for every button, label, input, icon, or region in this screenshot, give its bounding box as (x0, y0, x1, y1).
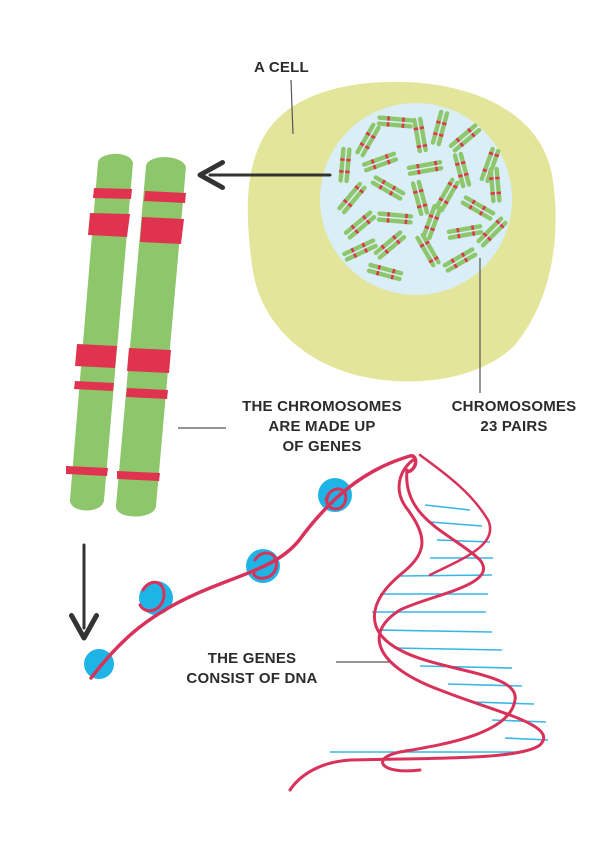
nucleus-chromosome (460, 195, 496, 221)
dna-rung (447, 683, 523, 687)
nucleus-chromosome (446, 224, 484, 240)
nucleus-chromosome (370, 175, 406, 201)
dna-rung (399, 574, 493, 577)
chromosome-pair (66, 153, 186, 517)
gene-strand-loop (324, 487, 348, 511)
chromatid-right-band (126, 388, 168, 399)
dna-strand-a (288, 468, 546, 792)
label-line: OF GENES (282, 438, 362, 455)
nucleus-chromosome (410, 179, 430, 217)
nucleus-chromosome (366, 262, 404, 282)
chromosome-left (66, 153, 133, 511)
nucleus-chromosome (415, 232, 441, 268)
dna-rungs (330, 504, 549, 753)
dna-double-helix (288, 453, 549, 792)
nucleus-chromosome (337, 181, 367, 215)
nucleus-chromosome (343, 210, 377, 240)
nucleus-chromosome (355, 122, 381, 158)
chromosomes-made-of-genes-label: THE CHROMOSOMES ARE MADE UP OF GENES (228, 397, 416, 457)
chromatid-right-band (144, 191, 186, 203)
gene-strand-loop (252, 551, 279, 580)
dna-rung (424, 504, 471, 511)
dna-rung (436, 539, 491, 543)
dna-rung (393, 647, 503, 651)
cell-pointer-line (290, 79, 294, 135)
chromosome-right (115, 157, 186, 517)
dna-rung (419, 665, 513, 669)
cell-label: A CELL (254, 59, 309, 76)
label-line: THE GENES (207, 650, 297, 667)
dna-strand-b-inner (418, 453, 492, 577)
nucleus-chromosome (361, 151, 399, 173)
nucleus-chromosome (448, 123, 482, 153)
dna-rung (429, 521, 483, 527)
gene-strand-line (89, 454, 418, 680)
dna-rung (504, 737, 549, 741)
chromatid-right-band (117, 471, 160, 481)
chromosome-pairs-label: CHROMOSOMES 23 PAIRS (438, 397, 590, 437)
label-line: 23 PAIRS (480, 418, 548, 435)
chromatid-left-body (70, 153, 133, 511)
nucleus-chromosome (406, 160, 444, 176)
nucleus-chromosome (376, 115, 414, 129)
nucleus-chromosome (488, 166, 502, 204)
nucleus-chromosome (434, 177, 460, 213)
chromatid-right-band (127, 348, 171, 373)
nucleus-chromosome (476, 216, 508, 248)
nucleus-chromosome (338, 146, 352, 184)
genes-consist-of-dna-label: THE GENES CONSIST OF DNA (168, 649, 336, 689)
dna-rung (377, 629, 493, 633)
gene-strand-loop (138, 580, 166, 613)
chromatid-left-band (75, 344, 117, 368)
nucleus-chromosome (373, 230, 407, 260)
label-line: CHROMOSOMES (451, 398, 577, 415)
nucleus-chromosome (442, 247, 478, 273)
chromatid-left-band (74, 381, 114, 391)
dna-rung (471, 701, 535, 705)
chromatid-right-body (115, 157, 186, 517)
chromatid-left-band (88, 213, 130, 237)
chromatid-left-band (66, 466, 108, 476)
dna-strand-b (372, 458, 517, 773)
nucleus-chromosome (412, 116, 428, 154)
chromatid-left-band (93, 188, 132, 199)
label-line: CONSIST OF DNA (186, 670, 318, 687)
label-line: ARE MADE UP (268, 418, 376, 435)
nucleus-chromosome (421, 203, 443, 241)
nucleus-chromosome (342, 238, 378, 262)
nucleus-chromosome (430, 109, 450, 147)
nucleus-chromosomes (337, 109, 508, 282)
nucleus-chromosome (452, 151, 472, 189)
chromatid-right-band (140, 217, 184, 244)
gene-strand (84, 454, 418, 680)
label-line: THE CHROMOSOMES (242, 398, 402, 415)
nucleus-chromosome (376, 211, 414, 225)
cell (247, 81, 556, 382)
